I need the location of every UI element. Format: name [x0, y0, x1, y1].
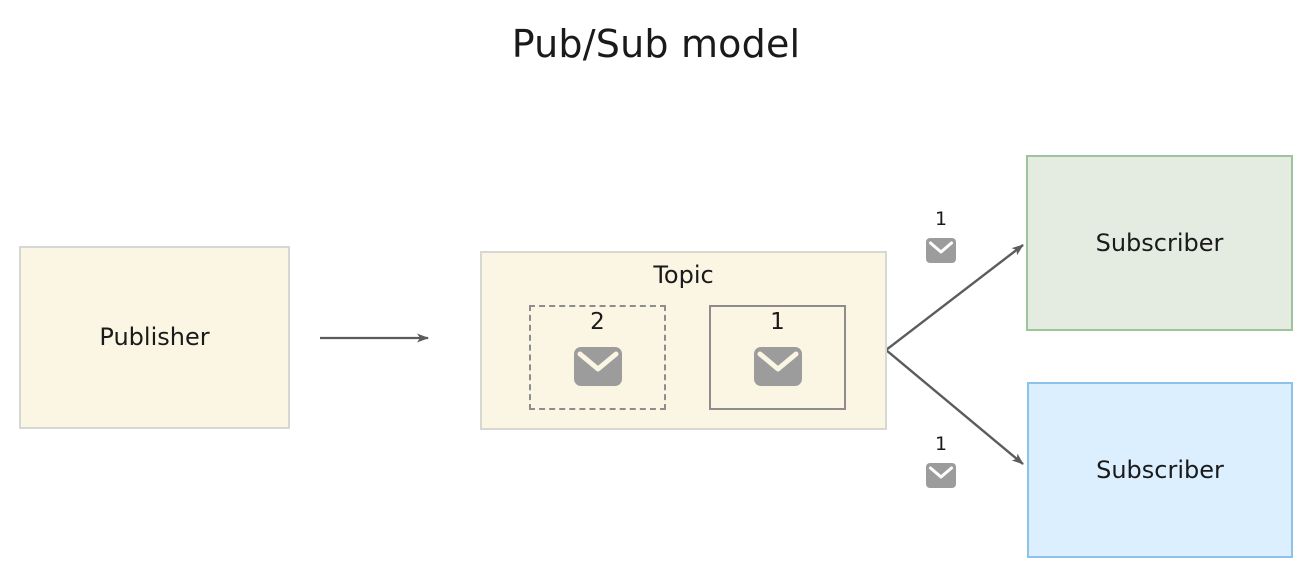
node-publisher[interactable]: Publisher — [19, 246, 290, 429]
envelope-icon — [573, 347, 622, 386]
topic-slot-queued[interactable]: 2 — [529, 305, 666, 410]
topic-slot-queued-count: 2 — [590, 309, 605, 335]
subscriber-green-label: Subscriber — [1095, 228, 1224, 257]
edge-badge-bottom-count: 1 — [934, 433, 948, 455]
envelope-icon — [926, 463, 956, 488]
page-title: Pub/Sub model — [511, 22, 801, 66]
node-subscriber-green[interactable]: Subscriber — [1026, 155, 1293, 331]
envelope-icon — [753, 347, 802, 386]
topic-slot-active[interactable]: 1 — [709, 305, 846, 410]
node-subscriber-blue[interactable]: Subscriber — [1027, 382, 1293, 558]
edge-badge-bottom: 1 — [926, 433, 956, 488]
envelope-icon — [926, 238, 956, 263]
edge-badge-top-count: 1 — [934, 208, 948, 230]
node-topic[interactable]: Topic 2 1 — [480, 251, 887, 430]
publisher-label: Publisher — [99, 323, 210, 352]
edge-badge-top: 1 — [926, 208, 956, 263]
topic-slot-active-count: 1 — [770, 309, 785, 335]
topic-label: Topic — [653, 261, 714, 289]
subscriber-blue-label: Subscriber — [1096, 455, 1224, 484]
